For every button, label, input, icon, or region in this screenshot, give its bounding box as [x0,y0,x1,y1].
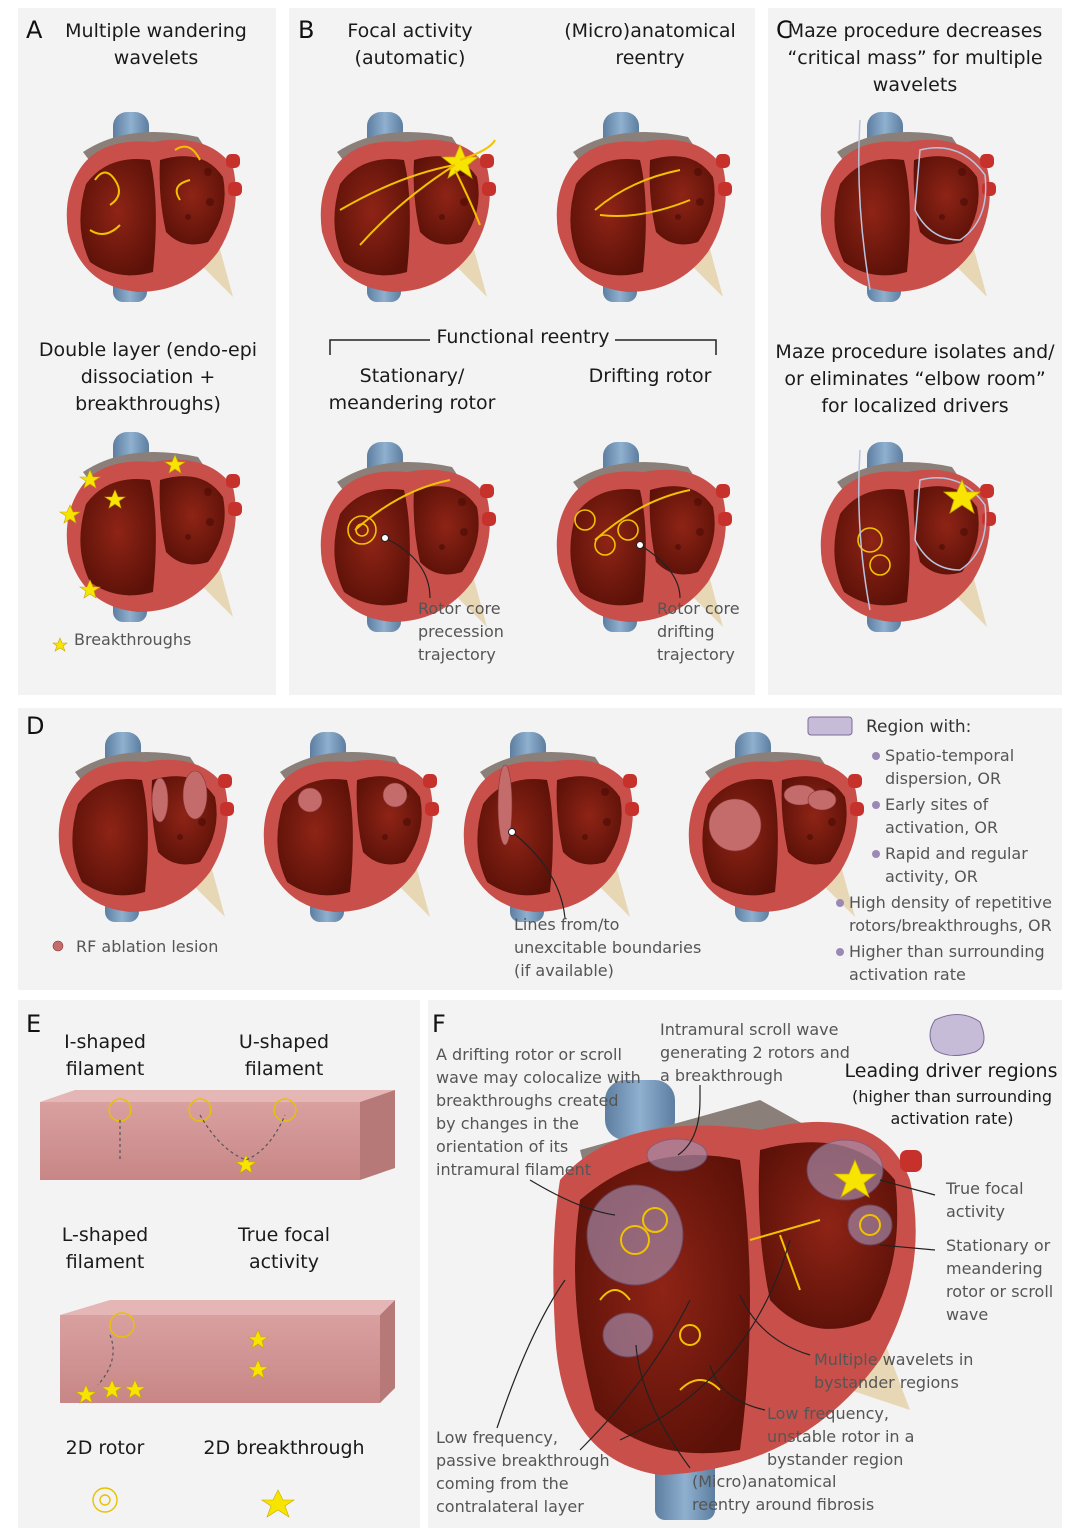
label-micro-fibrosis: (Micro)anatomical reentry around fibrosi… [692,1470,882,1516]
label-true-focal-f: True focal activity [946,1177,1046,1223]
label-lowfreq-passive: Low frequency, passive breakthrough comi… [436,1426,611,1518]
label-multiple-wavelets-f: Multiple wavelets in bystander regions [814,1348,984,1394]
label-stationary-scroll: Stationary or meandering rotor or scroll… [946,1234,1058,1326]
label-lowfreq-rotor: Low frequency, unstable rotor in a bysta… [767,1402,917,1471]
